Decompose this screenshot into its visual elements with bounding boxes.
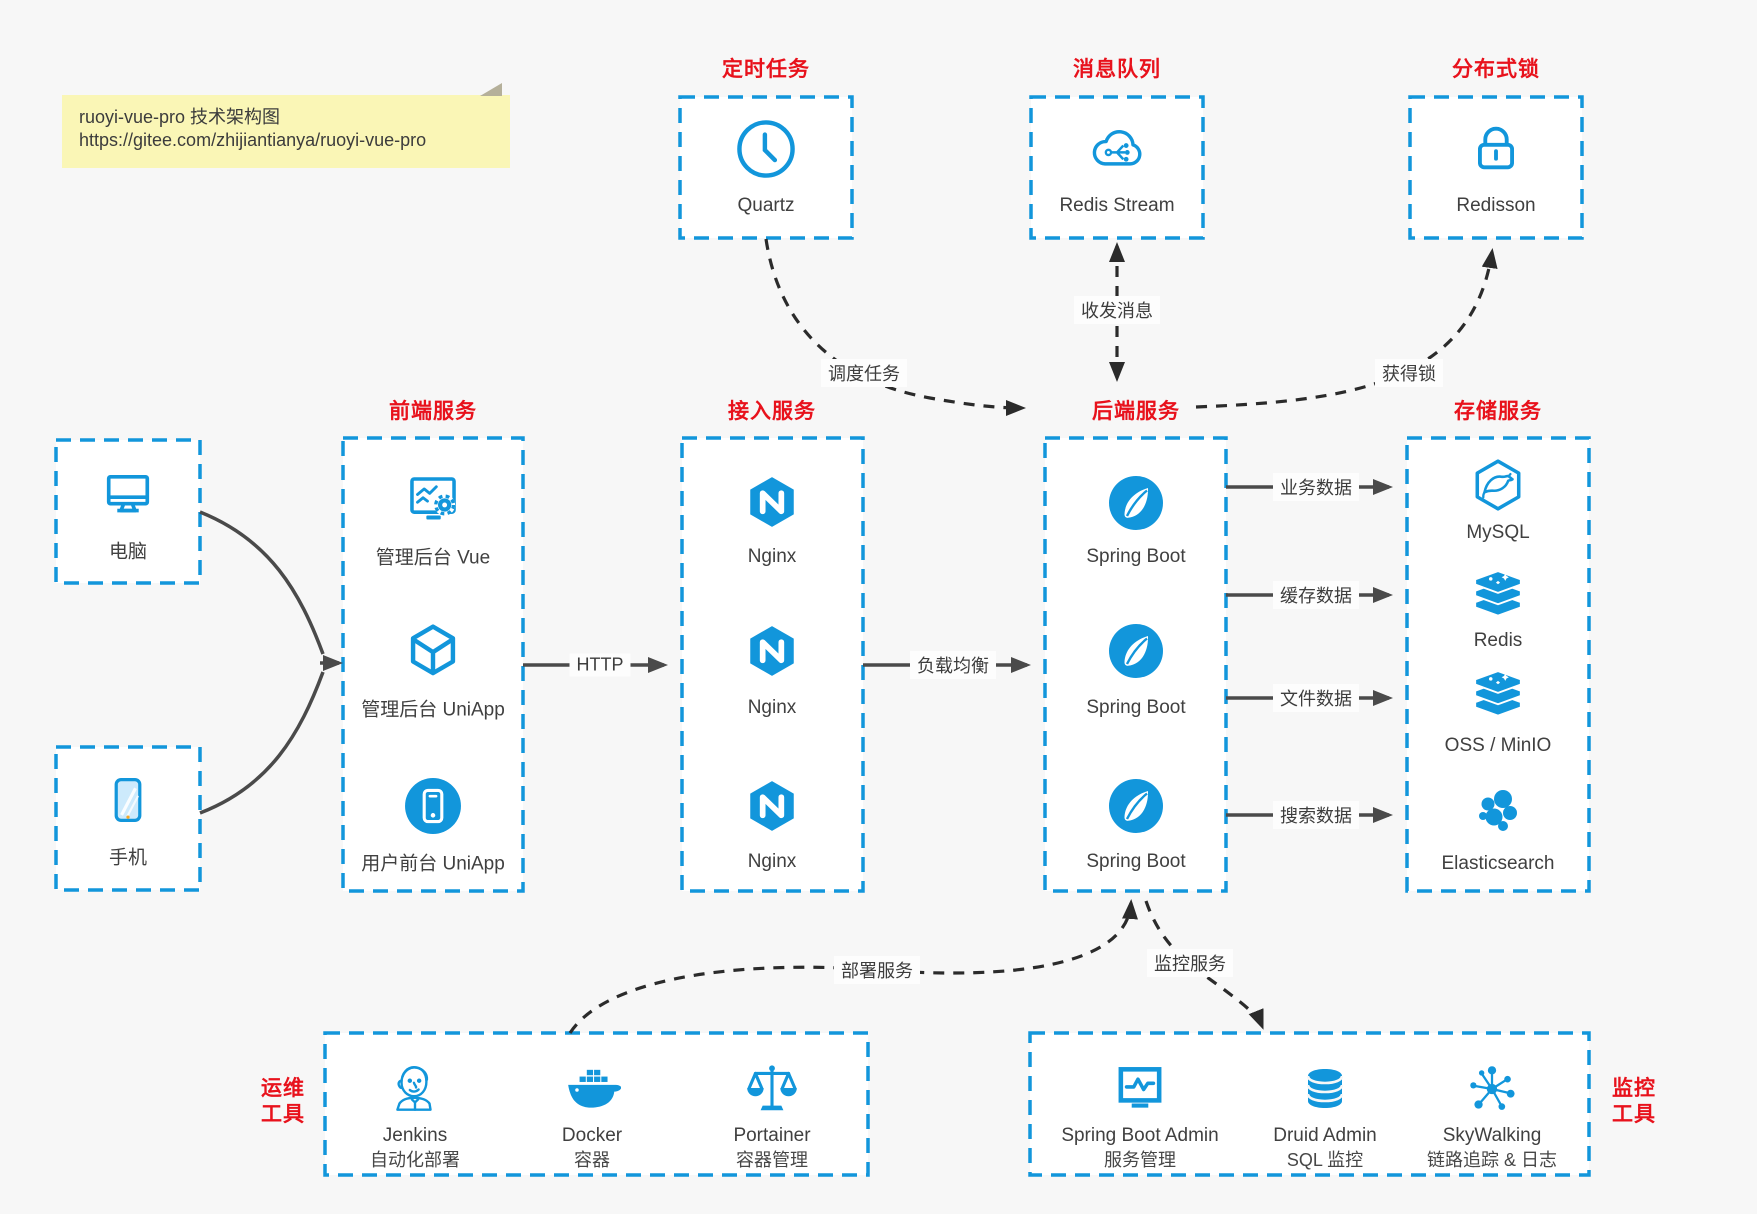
redis-label: Redis [1473, 630, 1523, 651]
edge-label-monitor: 监控服务 [1147, 949, 1233, 977]
spring-leaf-icon [1108, 778, 1164, 834]
group-title-scheduled-tasks: 定时任务 [722, 58, 810, 81]
edge-label-message: 收发消息 [1074, 296, 1160, 324]
mysql-dolphin-icon [1475, 459, 1521, 511]
docker-label: Docker [561, 1125, 623, 1146]
edge-label-load-balance: 负载均衡 [910, 651, 996, 679]
group-title-frontend: 前端服务 [389, 400, 477, 423]
phone-circle-icon [404, 777, 462, 835]
spring-boot-label-1: Spring Boot [1086, 546, 1186, 567]
oss-minio-label: OSS / MinIO [1444, 735, 1552, 756]
portainer-label: Portainer [733, 1125, 811, 1146]
spring-boot-label-2: Spring Boot [1086, 697, 1186, 718]
mysql-label: MySQL [1466, 522, 1530, 543]
quartz-label: Quartz [737, 195, 795, 216]
nginx-label-1: Nginx [747, 546, 797, 567]
docker-desc: 容器 [574, 1150, 610, 1170]
database-cylinder-icon [1306, 1067, 1344, 1110]
ops-title-line-1: 运维 [261, 1077, 305, 1100]
redis-stream-label: Redis Stream [1059, 195, 1175, 216]
group-title-gateway: 接入服务 [728, 400, 816, 423]
portainer-desc: 容器管理 [736, 1150, 808, 1170]
admin-screen-gear-icon [410, 477, 457, 522]
edge-label-search-data: 搜索数据 [1273, 801, 1359, 829]
ops-title-line-2: 工具 [261, 1103, 305, 1126]
scales-icon [745, 1063, 799, 1112]
nginx-label-3: Nginx [747, 851, 797, 872]
jenkins-desc: 自动化部署 [370, 1150, 460, 1170]
nginx-hexagon-icon [743, 777, 801, 835]
redisson-label: Redisson [1456, 195, 1536, 216]
group-title-distributed-lock: 分布式锁 [1452, 58, 1540, 81]
edge-label-file-data: 文件数据 [1273, 684, 1359, 712]
edge-label-cache-data: 缓存数据 [1273, 581, 1359, 609]
monitor-pulse-icon [1111, 1060, 1169, 1118]
cloud-stream-icon [1092, 130, 1142, 166]
clock-icon [735, 118, 797, 180]
docker-whale-icon [568, 1069, 621, 1108]
jenkins-label: Jenkins [382, 1125, 448, 1146]
note-fold-corner [480, 83, 502, 96]
druid-admin-label: Druid Admin [1273, 1125, 1377, 1146]
skywalking-label: SkyWalking [1442, 1125, 1542, 1146]
spring-boot-admin-label: Spring Boot Admin [1061, 1125, 1219, 1146]
stacked-layers-icon [1474, 570, 1522, 617]
nginx-label-2: Nginx [747, 697, 797, 718]
spring-leaf-icon [1108, 475, 1164, 531]
stacked-layers-icon [1474, 670, 1522, 717]
spring-leaf-icon [1108, 623, 1164, 679]
edge-lock-dashed [1195, 248, 1498, 409]
edge-label-biz-data: 业务数据 [1273, 473, 1359, 501]
desktop-icon [106, 475, 150, 513]
edge-label-deploy: 部署服务 [834, 956, 920, 984]
edge-label-schedule: 调度任务 [821, 359, 907, 387]
group-title-message-queue: 消息队列 [1073, 58, 1161, 81]
note-title: ruoyi-vue-pro 技术架构图 [79, 107, 281, 127]
admin-uniapp-label: 管理后台 UniApp [361, 699, 505, 721]
smartphone-icon [114, 778, 142, 822]
admin-vue-label: 管理后台 Vue [375, 547, 491, 569]
molecule-icon [1469, 1065, 1516, 1112]
druid-admin-desc: SQL 监控 [1286, 1150, 1364, 1170]
edge-schedule-dashed [764, 238, 1026, 416]
lock-icon [1478, 126, 1514, 170]
user-uniapp-label: 用户前台 UniApp [361, 853, 505, 875]
edge-mobile-to-frontend [199, 671, 325, 815]
spring-boot-label-3: Spring Boot [1086, 851, 1186, 872]
jenkins-icon [396, 1066, 432, 1111]
mobile-label: 手机 [108, 847, 148, 869]
sticky-note: ruoyi-vue-pro 技术架构图 https://gitee.com/zh… [62, 83, 510, 168]
monitor-title-line-2: 工具 [1612, 1103, 1656, 1126]
redis-stream-box [1029, 95, 1205, 240]
nginx-hexagon-icon [743, 473, 801, 531]
edge-monitor-dashed [1144, 900, 1264, 1030]
skywalking-desc: 链路追踪 & 日志 [1426, 1150, 1558, 1170]
group-title-ops-tools: 运维 工具 [261, 1076, 305, 1128]
group-title-backend: 后端服务 [1092, 400, 1180, 423]
elasticsearch-label: Elasticsearch [1441, 853, 1555, 874]
elastic-cluster-icon [1479, 790, 1517, 831]
pc-label: 电脑 [108, 541, 148, 563]
note-url: https://gitee.com/zhijiantianya/ruoyi-vu… [79, 130, 427, 150]
uniapp-cube-icon [402, 620, 464, 682]
group-title-monitor-tools: 监控 工具 [1612, 1076, 1656, 1128]
group-title-storage: 存储服务 [1454, 400, 1542, 423]
edge-label-http: HTTP [569, 653, 631, 677]
edge-pc-to-frontend [199, 510, 325, 655]
monitor-title-line-1: 监控 [1612, 1077, 1656, 1100]
edge-label-lock: 获得锁 [1375, 359, 1443, 387]
nginx-hexagon-icon [743, 622, 801, 680]
spring-boot-admin-desc: 服务管理 [1104, 1150, 1176, 1170]
